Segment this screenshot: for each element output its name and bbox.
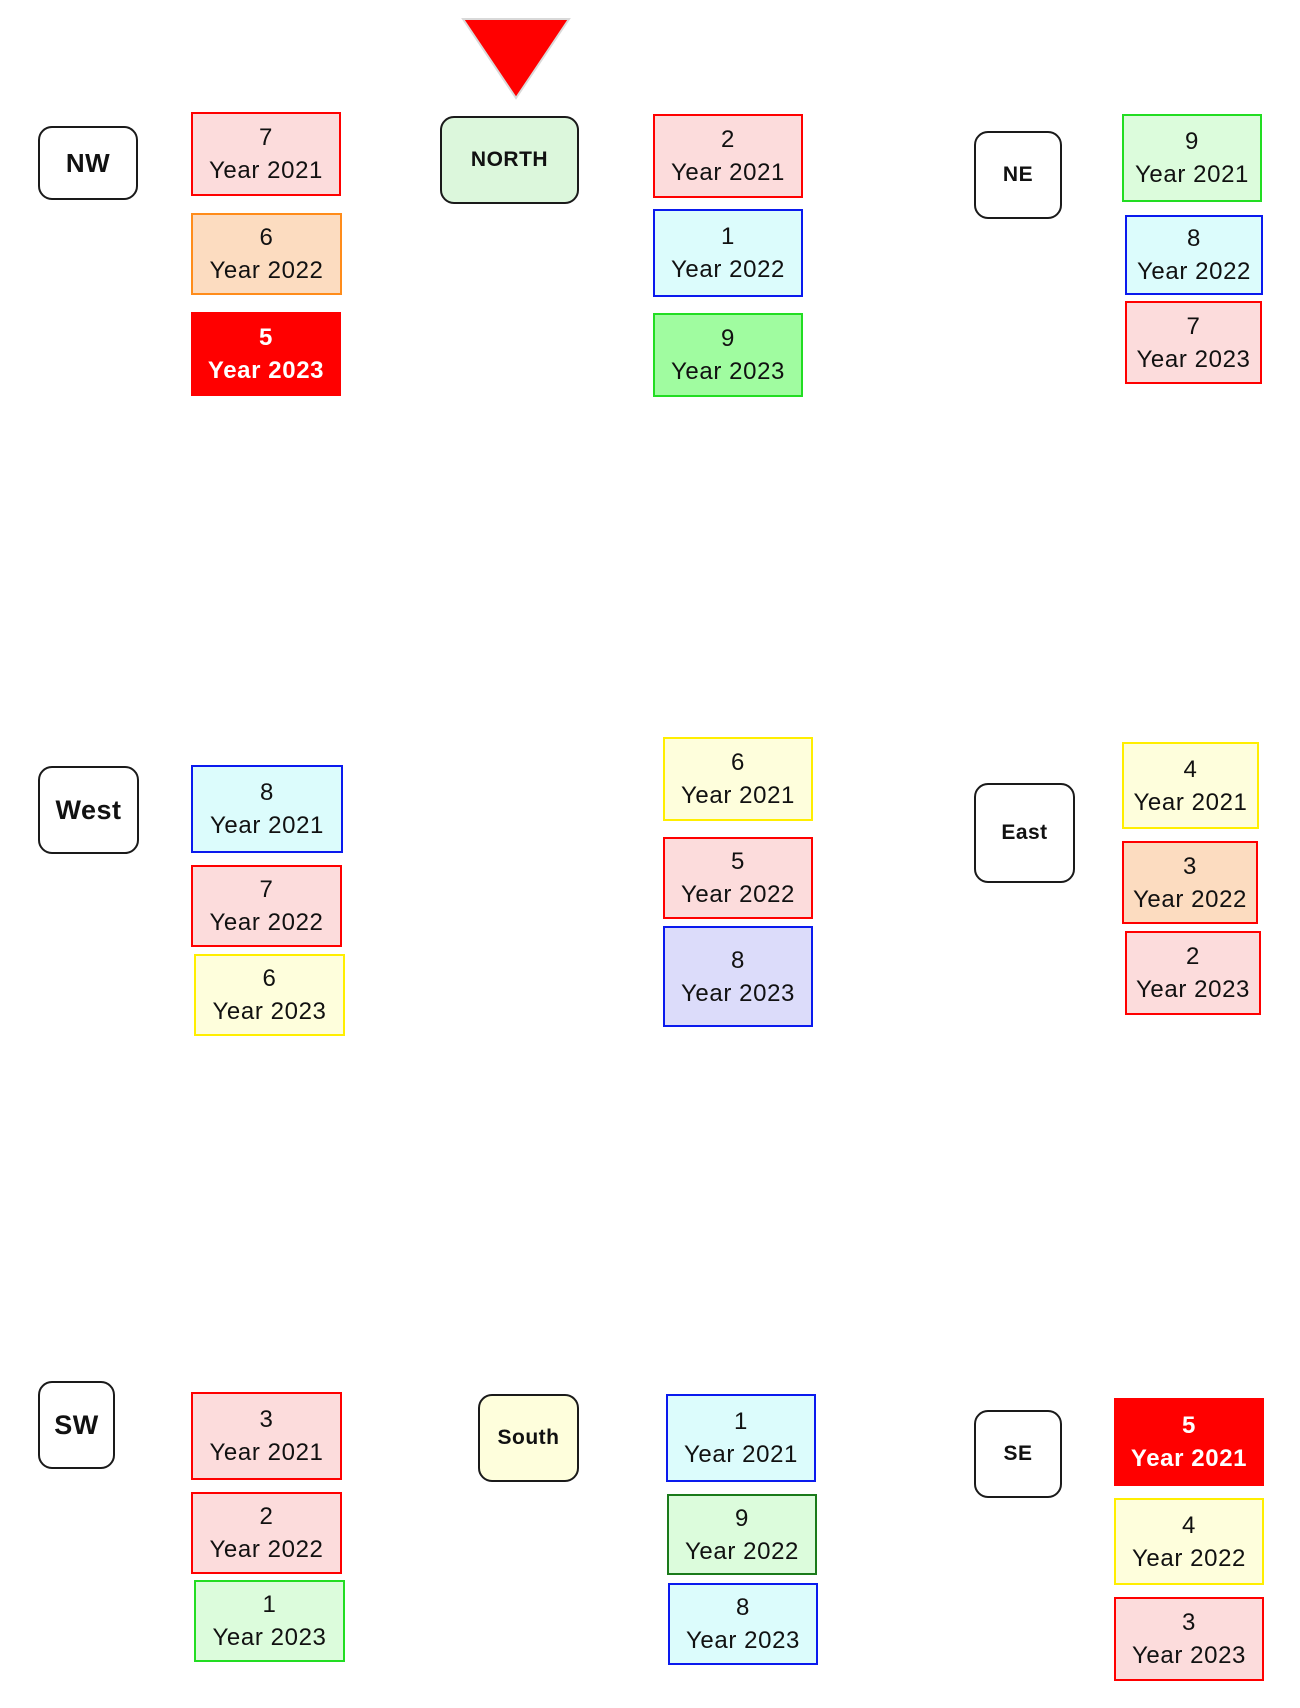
cell-ne-2022: 8 Year 2022 — [1125, 215, 1263, 295]
cell-sw-2021: 3 Year 2021 — [191, 1392, 342, 1480]
cell-value: 3 — [1183, 852, 1197, 880]
cell-value: 6 — [259, 224, 274, 251]
direction-label-south: South — [478, 1394, 579, 1482]
cell-value: 9 — [721, 325, 735, 352]
cell-ne-2021: 9 Year 2021 — [1122, 114, 1262, 202]
cell-value: 3 — [259, 1406, 274, 1433]
north-pointer-triangle-icon — [461, 18, 571, 100]
cell-center-2022: 5 Year 2022 — [663, 837, 813, 919]
cell-year: Year 2022 — [209, 257, 324, 284]
cell-value: 6 — [262, 965, 277, 992]
direction-label-sw: SW — [38, 1381, 115, 1469]
cell-sw-2023: 1 Year 2023 — [194, 1580, 345, 1662]
cell-year: Year 2023 — [207, 357, 325, 384]
cell-value: 8 — [731, 946, 745, 974]
cell-year: Year 2021 — [1133, 788, 1248, 816]
cell-north-2021: 2 Year 2021 — [653, 114, 803, 198]
direction-label-west: West — [38, 766, 139, 854]
cell-south-2023: 8 Year 2023 — [668, 1583, 818, 1665]
cell-nw-2021: 7 Year 2021 — [191, 112, 341, 196]
cell-north-2023: 9 Year 2023 — [653, 313, 803, 397]
direction-label-east: East — [974, 783, 1075, 883]
cell-year: Year 2023 — [681, 979, 795, 1007]
cell-year: Year 2022 — [671, 256, 785, 283]
cell-year: Year 2023 — [686, 1627, 800, 1654]
cell-se-2023: 3 Year 2023 — [1114, 1597, 1264, 1681]
cell-year: Year 2022 — [1137, 258, 1251, 285]
cell-west-2022: 7 Year 2022 — [191, 865, 342, 947]
cell-west-2021: 8 Year 2021 — [191, 765, 343, 853]
cell-east-2021: 4 Year 2021 — [1122, 742, 1259, 829]
cell-south-2021: 1 Year 2021 — [666, 1394, 816, 1482]
cell-year: Year 2023 — [212, 1624, 327, 1651]
cell-value: 2 — [259, 1503, 274, 1530]
cell-value: 6 — [731, 749, 745, 776]
cell-year: Year 2022 — [685, 1537, 799, 1565]
cell-value: 1 — [262, 1591, 277, 1618]
cell-year: Year 2022 — [1132, 1544, 1246, 1572]
cell-ne-2023: 7 Year 2023 — [1125, 301, 1262, 384]
cell-year: Year 2021 — [681, 782, 795, 809]
cell-year: Year 2021 — [1130, 1445, 1248, 1472]
cell-value: 8 — [736, 1594, 750, 1621]
cell-year: Year 2023 — [1136, 345, 1251, 373]
direction-label-nw: NW — [38, 126, 138, 200]
cell-year: Year 2022 — [1133, 885, 1247, 913]
cell-value: 9 — [735, 1504, 749, 1532]
cell-value: 2 — [721, 126, 735, 153]
cell-sw-2022: 2 Year 2022 — [191, 1492, 342, 1574]
cell-se-2021: 5 Year 2021 — [1114, 1398, 1264, 1486]
cell-year: Year 2023 — [1132, 1642, 1246, 1669]
cell-north-2022: 1 Year 2022 — [653, 209, 803, 297]
cell-center-2021: 6 Year 2021 — [663, 737, 813, 821]
cell-year: Year 2021 — [684, 1441, 798, 1468]
cell-value: 3 — [1182, 1609, 1196, 1636]
cell-year: Year 2022 — [209, 1536, 324, 1563]
cell-value: 8 — [1187, 225, 1201, 252]
cell-center-2023: 8 Year 2023 — [663, 926, 813, 1027]
cell-year: Year 2022 — [209, 909, 324, 936]
cell-value: 5 — [259, 324, 273, 351]
cell-value: 7 — [259, 876, 274, 903]
cell-value: 4 — [1183, 755, 1198, 783]
cell-east-2022: 3 Year 2022 — [1122, 841, 1258, 924]
cell-value: 7 — [1186, 312, 1201, 340]
cell-year: Year 2021 — [671, 159, 785, 186]
direction-label-north: NORTH — [440, 116, 579, 204]
cell-value: 5 — [731, 848, 745, 875]
direction-label-se: SE — [974, 1410, 1062, 1498]
cell-se-2022: 4 Year 2022 — [1114, 1498, 1264, 1585]
cell-east-2023: 2 Year 2023 — [1125, 931, 1261, 1015]
cell-year: Year 2021 — [209, 157, 323, 184]
cell-value: 1 — [734, 1408, 748, 1435]
cell-year: Year 2021 — [1135, 161, 1249, 188]
cell-year: Year 2021 — [210, 812, 324, 839]
cell-year: Year 2023 — [212, 998, 327, 1025]
cell-value: 7 — [259, 124, 273, 151]
cell-value: 4 — [1182, 1511, 1196, 1539]
cell-value: 1 — [721, 223, 735, 250]
direction-label-ne: NE — [974, 131, 1062, 219]
cell-value: 8 — [260, 779, 274, 806]
cell-south-2022: 9 Year 2022 — [667, 1494, 817, 1575]
cell-nw-2022: 6 Year 2022 — [191, 213, 342, 295]
cell-year: Year 2023 — [1136, 976, 1250, 1003]
cell-west-2023: 6 Year 2023 — [194, 954, 345, 1036]
cell-year: Year 2023 — [671, 358, 785, 385]
cell-value: 9 — [1185, 128, 1199, 155]
cell-nw-2023: 5 Year 2023 — [191, 312, 341, 396]
cell-year: Year 2022 — [681, 881, 795, 908]
cell-value: 2 — [1186, 943, 1200, 970]
cell-year: Year 2021 — [209, 1439, 324, 1466]
cell-value: 5 — [1182, 1412, 1196, 1439]
